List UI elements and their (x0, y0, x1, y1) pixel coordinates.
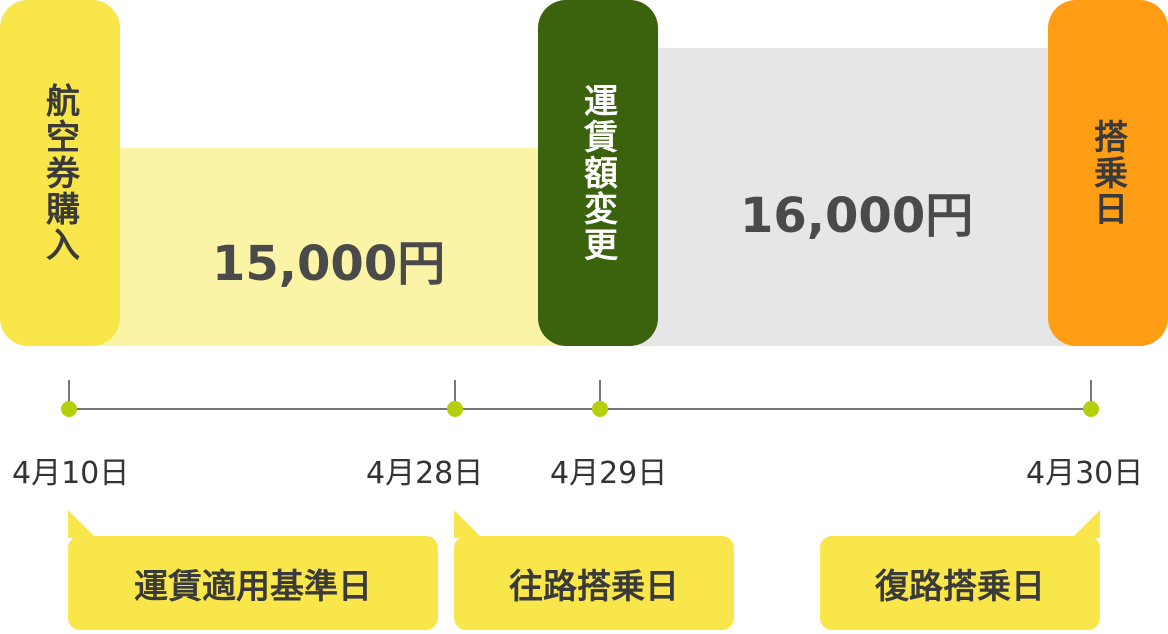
ticket-purchase-pill: 航空券購入 (0, 0, 120, 346)
date-label: 4月29日 (550, 456, 668, 491)
timeline-tick (68, 380, 70, 408)
timeline-dot (1083, 401, 1099, 417)
outbound-date-text: 往路搭乗日 (509, 566, 679, 607)
fare-basis-date-callout: 運賃適用基準日 (68, 536, 438, 630)
callout-tail (454, 510, 482, 538)
timeline-tick (599, 380, 601, 408)
callout-tail (1072, 510, 1100, 538)
return-date-text: 復路搭乗日 (875, 566, 1045, 607)
price-second: 16,000円 (740, 188, 974, 244)
timeline-dot (447, 401, 463, 417)
outbound-date-callout: 往路搭乗日 (454, 536, 734, 630)
date-label: 4月30日 (1026, 456, 1144, 491)
boarding-day-pill: 搭乗日 (1048, 0, 1168, 346)
timeline-line (68, 408, 1092, 410)
date-label: 4月10日 (12, 456, 130, 491)
timeline-tick (454, 380, 456, 408)
boarding-day-label: 搭乗日 (1087, 119, 1128, 227)
date-label: 4月28日 (366, 456, 484, 491)
fare-basis-date-text: 運賃適用基準日 (134, 566, 372, 607)
fare-period-band-1 (100, 148, 560, 346)
price-first: 15,000円 (212, 236, 446, 292)
fare-change-pill: 運賃額変更 (538, 0, 658, 346)
timeline-dot (592, 401, 608, 417)
callout-tail (68, 510, 96, 538)
timeline-dot (61, 401, 77, 417)
return-date-callout: 復路搭乗日 (820, 536, 1100, 630)
ticket-purchase-label: 航空券購入 (39, 83, 80, 263)
fare-change-label: 運賃額変更 (577, 83, 618, 263)
fare-period-band-2 (640, 48, 1070, 346)
timeline-tick (1090, 380, 1092, 408)
